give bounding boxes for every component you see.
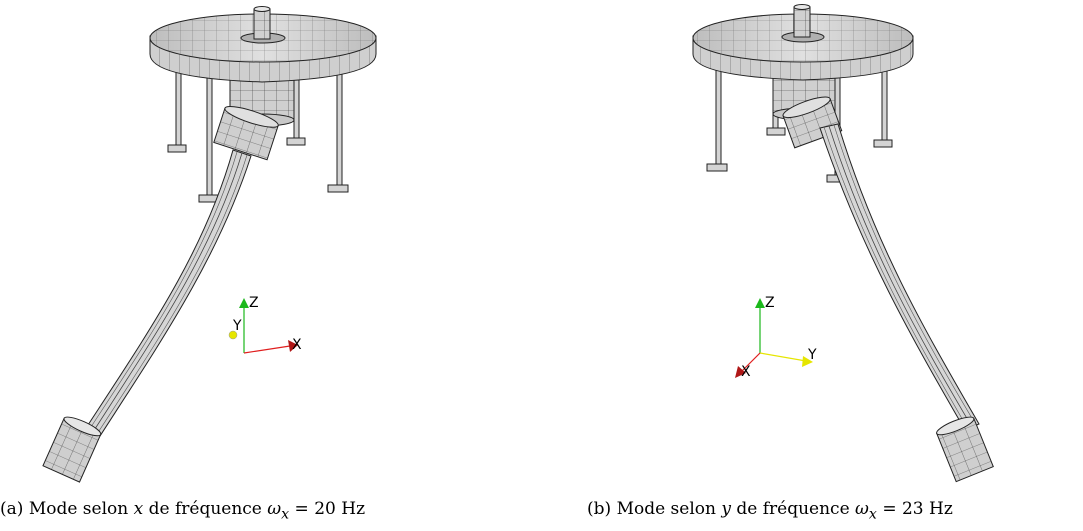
joint-cylinder: [213, 106, 279, 161]
caption-equals: =: [882, 499, 897, 519]
platform-disc: [692, 13, 914, 81]
caption-omega-sub: x: [868, 506, 877, 523]
triad-label-x: X: [292, 337, 302, 353]
pendulum-rod: [819, 123, 980, 431]
caption-tag: (a): [0, 499, 24, 519]
caption-value: 20: [314, 499, 336, 519]
caption-axis-var: y: [721, 499, 731, 519]
orientation-triad: Z Y X: [228, 295, 302, 354]
top-shaft: [793, 4, 811, 38]
caption-equals: =: [294, 499, 309, 519]
end-mass: [936, 416, 994, 483]
top-shaft: [253, 6, 271, 40]
triad-label-z: Z: [249, 295, 259, 311]
figure-panel-b: Z Y X (b) Mode selon y de fréquence ωx =…: [541, 0, 1083, 531]
mesh-model-b: Z Y X: [692, 4, 994, 483]
orientation-triad: Z Y X: [735, 295, 817, 380]
triad-label-z: Z: [765, 295, 775, 311]
caption-text-mid: de fréquence: [736, 499, 850, 519]
pendulum-rod: [85, 149, 252, 437]
triad-label-y: Y: [232, 318, 242, 334]
caption-text: Mode selon: [28, 499, 129, 519]
triad-label-x: X: [741, 364, 751, 380]
mesh-model-a: Z Y X: [42, 6, 377, 483]
caption-omega-sub: x: [281, 506, 290, 523]
caption-omega: ω: [855, 499, 869, 519]
triad-label-y: Y: [807, 347, 817, 363]
caption-unit: Hz: [929, 499, 953, 519]
caption-omega: ω: [267, 499, 282, 519]
caption-text: Mode selon: [616, 499, 716, 519]
platform-disc: [149, 13, 377, 83]
figure-panel-a: Z Y X (a) Mode selon x de fréquence ωx =…: [0, 0, 540, 531]
caption-value: 23: [901, 499, 924, 519]
caption-b: (b) Mode selon y de fréquence ωx = 23 Hz: [587, 499, 953, 522]
end-mass: [42, 416, 102, 483]
caption-axis-var: x: [133, 499, 144, 519]
caption-text-mid: de fréquence: [148, 499, 262, 519]
caption-unit: Hz: [341, 499, 366, 519]
caption-tag: (b): [587, 499, 612, 519]
caption-a: (a) Mode selon x de fréquence ωx = 20 Hz: [0, 499, 365, 522]
